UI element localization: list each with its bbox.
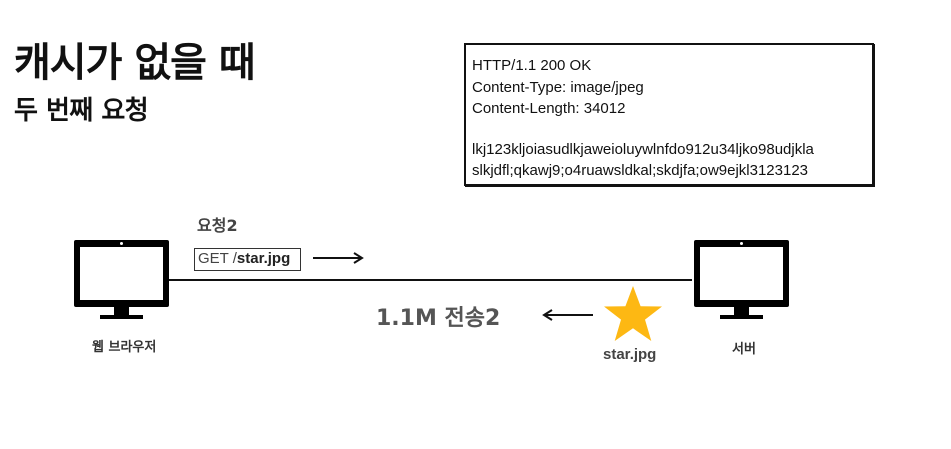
page-subtitle: 두 번째 요청 <box>14 96 149 126</box>
response-content-length: Content-Length: 34012 <box>472 100 626 117</box>
response-blank-line <box>472 120 872 139</box>
client-label: 웹 브라우저 <box>92 340 157 355</box>
request-arrow-icon <box>313 252 364 264</box>
response-content-type: Content-Type: image/jpeg <box>472 78 644 96</box>
server-monitor-icon <box>694 240 789 320</box>
client-monitor-icon <box>74 240 169 320</box>
server-label: 서버 <box>732 342 756 357</box>
response-body-line-1: lkj123kljoiasudlkjaweioluywlnfdo912u34lj… <box>472 140 814 158</box>
response-body-line-2: slkjdfl;qkawj9;o4ruawsldkal;skdjfa;ow9ej… <box>472 162 809 179</box>
request-path: star.jpg <box>236 250 291 267</box>
request-method: GET / <box>198 250 237 267</box>
request-box: GET /star.jpg <box>194 248 301 271</box>
response-arrow-icon <box>542 309 593 321</box>
response-status-line: HTTP/1.1 200 OK <box>472 57 592 74</box>
http-response-box: HTTP/1.1 200 OK Content-Type: image/jpeg… <box>464 43 874 186</box>
connection-line <box>168 279 692 281</box>
request-label: 요청2 <box>197 216 238 235</box>
page-title: 캐시가 없을 때 <box>14 40 256 86</box>
star-icon <box>604 286 662 341</box>
transfer-label: 1.1M 전송2 <box>376 306 501 331</box>
resource-label: star.jpg <box>603 346 657 363</box>
